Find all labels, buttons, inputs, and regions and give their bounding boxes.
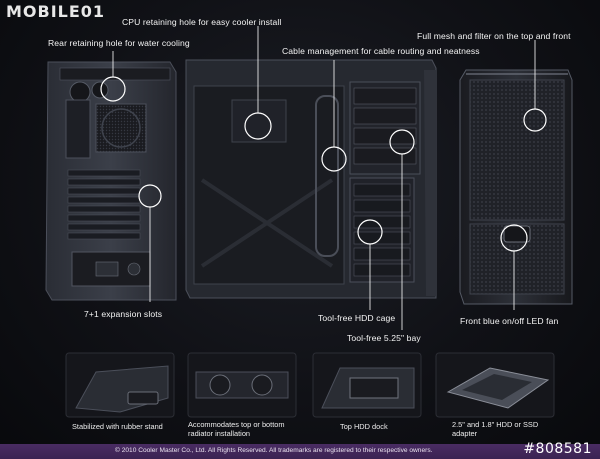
callout-cpu-hole: CPU retaining hole for easy cooler insta… — [122, 17, 282, 27]
callout-cable-mgmt: Cable management for cable routing and n… — [282, 46, 480, 56]
footer-bar — [0, 444, 600, 459]
copyright-notice: © 2010 Cooler Master Co., Ltd. All Right… — [115, 447, 433, 454]
callout-mesh-filter: Full mesh and filter on the top and fron… — [417, 31, 571, 41]
thumb-ssd-adapter — [435, 352, 555, 418]
callout-expansion-slots: 7+1 expansion slots — [84, 309, 163, 319]
rear-case-image — [45, 61, 177, 301]
thumb-hdd-dock — [312, 352, 422, 418]
feature-label-hdd-dock: Top HDD dock — [340, 422, 388, 431]
feature-label-radiator: Accommodates top or bottom radiator inst… — [188, 420, 285, 438]
photo-id-stamp: #808581 — [523, 441, 592, 457]
callout-led-fan: Front blue on/off LED fan — [460, 316, 559, 326]
thumb-radiator — [187, 352, 297, 418]
callout-525-bay: Tool-free 5.25" bay — [347, 333, 421, 343]
feature-label-rubber-stand: Stabilized with rubber stand — [72, 422, 163, 431]
feature-label-ssd-adapter: 2.5" and 1.8" HDD or SSD adapter — [452, 420, 539, 438]
side-case-image — [185, 59, 437, 299]
front-case-image — [459, 69, 573, 305]
mobile01-watermark-logo: MOBILE01 — [6, 2, 106, 21]
callout-hdd-cage: Tool-free HDD cage — [318, 313, 396, 323]
thumb-rubber-stand — [65, 352, 175, 418]
callout-rear-hole: Rear retaining hole for water cooling — [48, 38, 190, 48]
